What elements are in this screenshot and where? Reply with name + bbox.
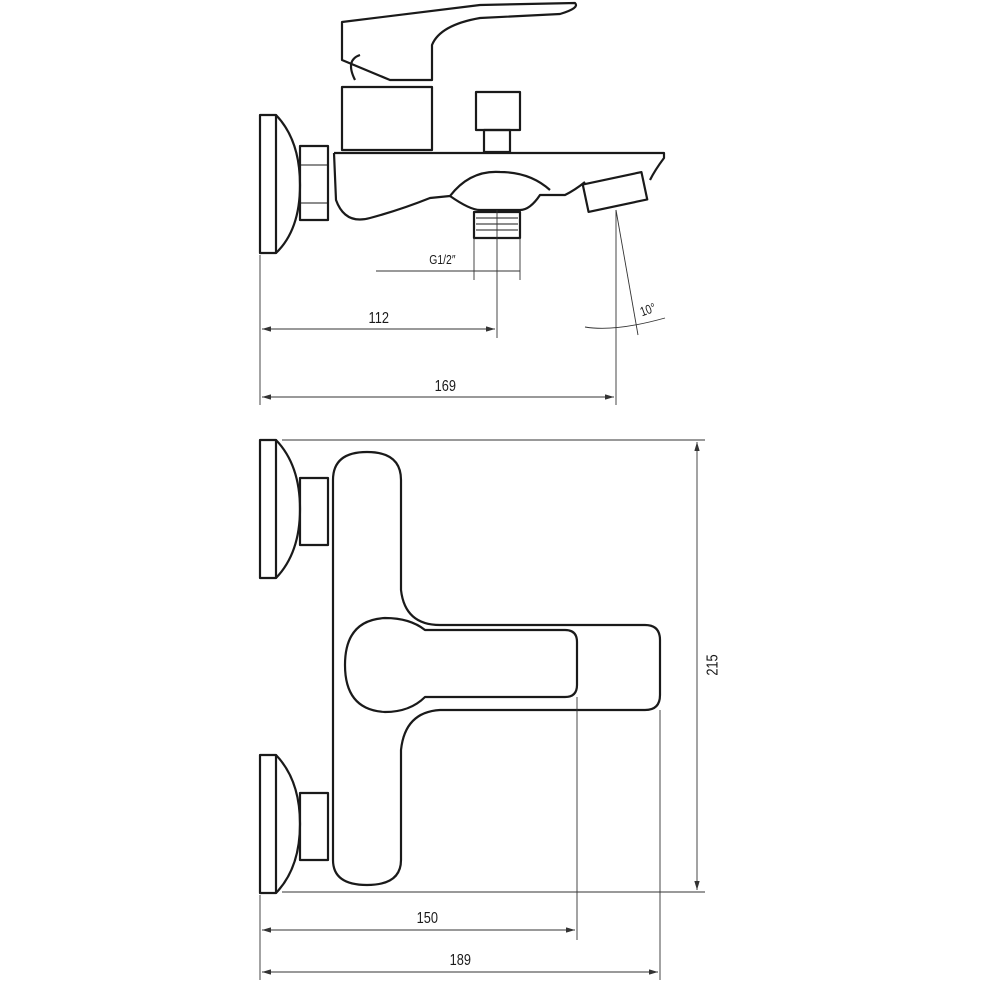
thread-size-label: G1/2″ bbox=[429, 252, 456, 267]
wall-plate-flange bbox=[275, 114, 302, 254]
wall-plate bbox=[258, 113, 278, 255]
outlet-distance-label: 112 bbox=[368, 310, 389, 327]
total-depth-label: 189 bbox=[449, 952, 472, 969]
lever-top bbox=[343, 616, 579, 714]
side-view-dimensions bbox=[259, 209, 666, 405]
diverter-knob bbox=[474, 90, 522, 132]
spout-top bbox=[334, 151, 666, 181]
nut bbox=[298, 144, 330, 222]
wall-plate-upper bbox=[258, 438, 278, 580]
aerator bbox=[581, 170, 649, 214]
lever-reach-label: 150 bbox=[416, 910, 439, 927]
body-bottom bbox=[332, 152, 586, 221]
diverter-stem bbox=[482, 128, 512, 154]
plan-view bbox=[258, 438, 662, 895]
side-view bbox=[258, 1, 666, 255]
plan-view-dimensions bbox=[259, 439, 705, 980]
lever-handle bbox=[340, 1, 578, 82]
wall-plate-lower bbox=[258, 753, 278, 895]
spout-length-label: 169 bbox=[434, 378, 457, 395]
height-label: 215 bbox=[704, 654, 722, 676]
mixer-body bbox=[331, 450, 662, 887]
diverter-dome bbox=[449, 170, 551, 197]
cartridge-body bbox=[340, 85, 434, 152]
nut-lower bbox=[298, 791, 330, 862]
nut-upper bbox=[298, 476, 330, 547]
